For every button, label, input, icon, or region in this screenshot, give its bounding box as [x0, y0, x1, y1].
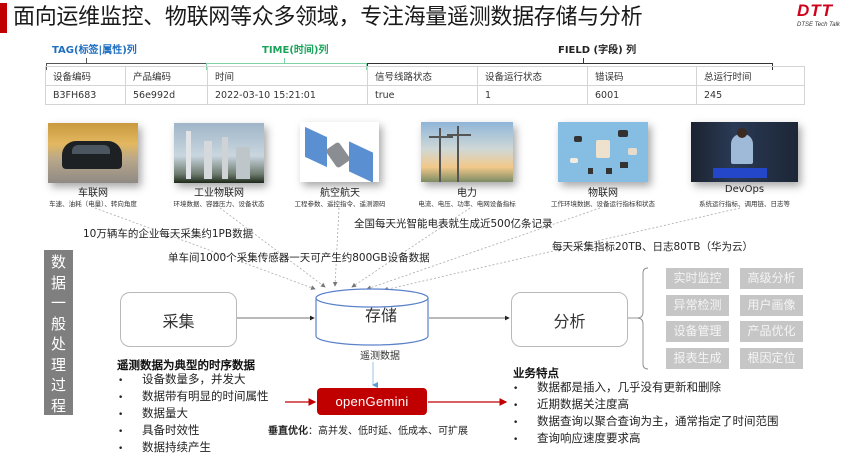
list-item: •具备时效性	[118, 423, 200, 437]
side-char: 般	[50, 314, 66, 333]
feature-tile: 高级分析	[740, 268, 803, 289]
domain-desc: 工程参数、遥控指令、遥测源码	[294, 200, 386, 208]
list-item: •数据都是插入，几乎没有更新和删除	[513, 380, 721, 394]
side-char: 程	[50, 396, 66, 415]
domain-card-industrial-iot: 工业物联网 环境数据、容器压力、设备状态	[174, 123, 265, 213]
domain-name: 电力	[457, 188, 477, 199]
table-cell: true	[367, 85, 478, 105]
business-title: 业务特点	[513, 366, 559, 380]
feature-tile: 异常检测	[666, 295, 729, 316]
tag-bracket-tick	[86, 58, 87, 63]
side-char: 处	[50, 335, 66, 353]
side-char: 一	[50, 294, 66, 312]
storage-subtitle: 遥测数据	[360, 351, 400, 362]
car-image	[48, 123, 138, 183]
list-item: •近期数据关注度高	[513, 397, 629, 411]
stat-annotation: 全国每天光智能电表就生成近500亿条记录	[354, 218, 553, 230]
feature-tile: 产品优化	[740, 321, 803, 342]
stat-annotation: 10万辆车的企业每天采集约1PB数据	[83, 228, 254, 240]
table-cell: 245	[696, 85, 805, 105]
datacenter-image	[691, 122, 798, 182]
title-bar: 面向运维监控、物联网等众多领域，专注海量遥测数据存储与分析 DTT DTSE T…	[0, 0, 865, 36]
field-column-label: FIELD (字段) 列	[558, 45, 637, 56]
feature-tile: 实时监控	[666, 268, 729, 289]
table-cell: B3FH683	[45, 85, 126, 105]
domain-card-aerospace: 航空航天 工程参数、遥控指令、遥测源码	[295, 122, 386, 214]
field-bracket-tick	[583, 58, 584, 63]
collect-stage: 采集	[120, 292, 237, 347]
domain-card-iot: 物联网 工作环境数据、设备运行指标和状态	[551, 122, 655, 214]
domain-card-connected-vehicles: 车联网 车速、油耗（电量）、转向角度	[48, 123, 138, 213]
vertical-optimization-text: ：高并发、低时延、低成本、可扩展	[308, 426, 468, 437]
opengemini-box: openGemini	[317, 388, 427, 415]
domain-desc: 电流、电压、功率、电网设备指标	[418, 200, 516, 208]
time-column-label: TIME(时间)列	[262, 45, 329, 56]
domain-card-devops: DevOps 系统运行指标、调用链、日志等	[691, 122, 798, 214]
analyze-stage: 分析	[511, 292, 628, 347]
domain-desc: 工作环境数据、设备运行指标和状态	[551, 200, 655, 208]
stat-annotation: 单车间1000个采集传感器一天可产生约800GB设备数据	[168, 252, 430, 264]
storage-stage: 存储	[364, 306, 397, 325]
title-accent-bar	[0, 3, 7, 33]
domain-name: 工业物联网	[194, 188, 244, 199]
schema-example-table: 设备编码 产品编码 时间 信号线路状态 设备运行状态 错误码 总运行时间 B3F…	[45, 66, 805, 105]
side-char: 数	[50, 253, 66, 271]
list-item: •数据持续产生	[118, 440, 211, 454]
domain-name: 车联网	[78, 188, 108, 199]
satellite-image	[300, 122, 379, 182]
timeseries-title: 遥测数据为典型的时序数据	[117, 358, 255, 372]
side-char: 据	[50, 273, 66, 292]
list-item: •数据查询以聚合查询为主，通常指定了时间范围	[513, 414, 779, 428]
domain-card-power: 电力 电流、电压、功率、电网设备指标	[418, 122, 516, 214]
logo-mark: DTT	[797, 1, 834, 20]
list-item: •数据带有明显的时间属性	[118, 389, 269, 403]
domain-desc: 车速、油耗（电量）、转向角度	[49, 200, 137, 208]
table-row: B3FH683 56e992d 2022-03-10 15:21:01 true…	[45, 85, 805, 105]
side-char: 理	[50, 355, 66, 374]
business-list: •数据都是插入，几乎没有更新和删除 •近期数据关注度高 •数据查询以聚合查询为主…	[513, 380, 779, 448]
page-title: 面向运维监控、物联网等众多领域，专注海量遥测数据存储与分析	[13, 5, 643, 30]
iot-devices-image	[558, 122, 648, 182]
table-cell: 6001	[587, 85, 697, 105]
logo-subtitle: DTSE Tech Talk	[797, 22, 840, 28]
vertical-optimization-label: 垂直优化	[268, 426, 308, 437]
side-char: 过	[50, 376, 66, 394]
tag-column-label: TAG(标签|属性)列	[52, 45, 137, 56]
list-item: •数据量大	[118, 406, 188, 420]
feature-tile: 用户画像	[740, 295, 803, 316]
feature-tile: 设备管理	[666, 321, 729, 342]
feature-tile: 报表生成	[666, 348, 729, 369]
feature-tile: 根因定位	[740, 348, 803, 369]
domain-name: 航空航天	[320, 188, 360, 199]
domain-desc: 系统运行指标、调用链、日志等	[699, 200, 790, 208]
domain-name: 物联网	[588, 188, 618, 199]
list-item: •设备数量多，并发大	[118, 372, 246, 386]
process-side-label: 数 据 一 般 处 理 过 程	[44, 250, 73, 415]
power-tower-image	[421, 122, 513, 182]
time-bracket-tick	[284, 58, 285, 63]
list-item: •查询响应速度要求高	[513, 431, 641, 445]
domain-name: DevOps	[724, 184, 765, 195]
stat-annotation: 每天采集指标20TB、日志80TB（华为云）	[552, 241, 753, 253]
timeseries-list: •设备数量多，并发大 •数据带有明显的时间属性 •数据量大 •具备时效性 •数据…	[118, 372, 269, 457]
factory-image	[174, 123, 264, 183]
dtt-logo: DTT DTSE Tech Talk	[797, 2, 861, 32]
vertical-optimization-note: 垂直优化：高并发、低时延、低成本、可扩展	[268, 422, 468, 437]
domain-desc: 环境数据、容器压力、设备状态	[173, 200, 265, 208]
